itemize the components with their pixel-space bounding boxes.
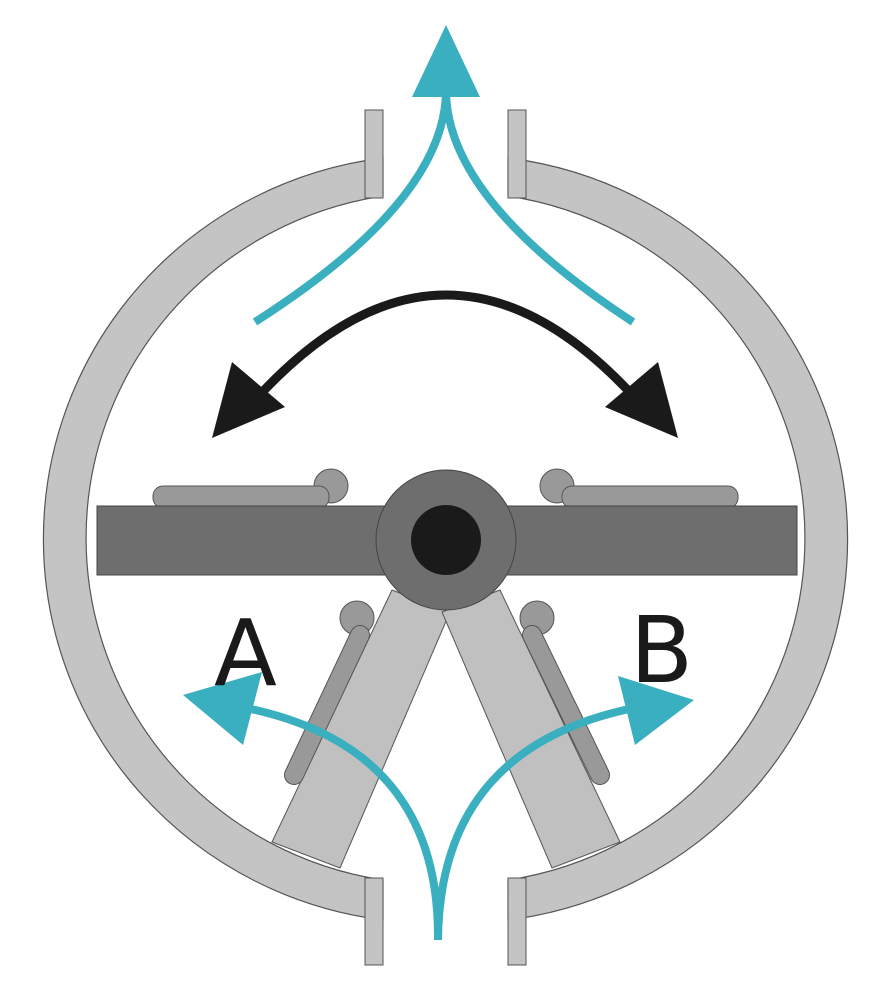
top-right-pipe (507, 109, 527, 199)
bottom-left-pipe (364, 877, 384, 966)
valve-housing (42, 109, 849, 966)
port-a-label: A (214, 600, 277, 707)
left-pad (152, 485, 330, 509)
arrowhead-left (212, 362, 285, 438)
outlet-flow-arrow (252, 25, 636, 326)
inlet-flow-arrows (183, 672, 694, 941)
right-pad (561, 485, 739, 509)
valve-legs (271, 589, 621, 869)
outlet-arrowhead (412, 25, 480, 97)
pivot-pin (411, 505, 481, 575)
seat-pads (152, 468, 739, 509)
rocking-motion-arrow (212, 290, 678, 438)
port-b-label: B (630, 597, 693, 704)
port-b-arrowhead (618, 676, 694, 745)
port-a-arrowhead (183, 672, 262, 745)
arrowhead-right (605, 362, 678, 438)
top-left-pipe (364, 109, 384, 199)
bottom-right-pipe (507, 877, 527, 966)
